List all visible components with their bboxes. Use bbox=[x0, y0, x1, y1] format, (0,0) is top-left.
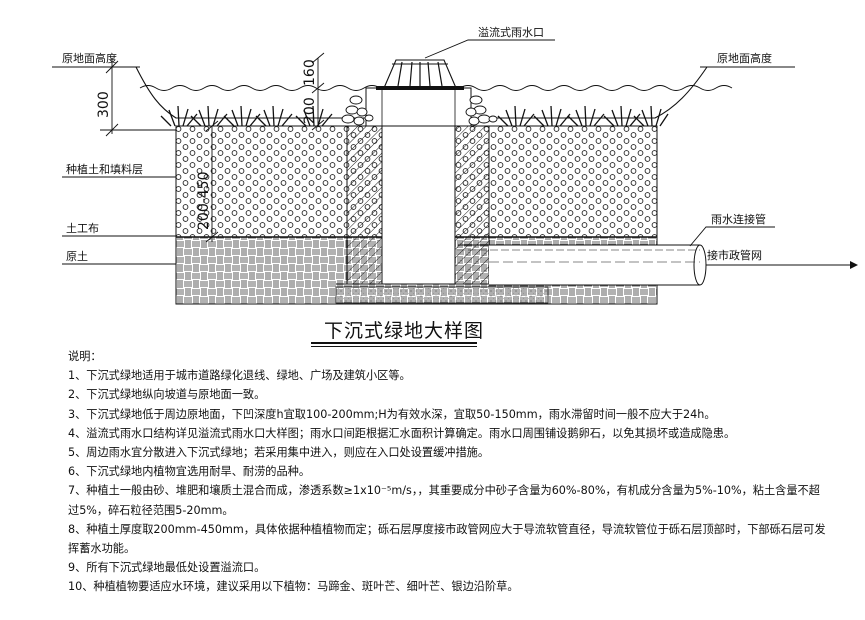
leader-rain-connection-pipe bbox=[689, 226, 775, 247]
dim-300-text: 300 bbox=[96, 91, 112, 118]
dim-200-450 bbox=[205, 120, 219, 243]
pebbles-left-icon bbox=[341, 95, 374, 126]
title-underline-thin bbox=[311, 346, 477, 347]
title-underline bbox=[311, 342, 477, 344]
flow-arrow-icon bbox=[706, 261, 858, 269]
label-ground-right: 原地面高度 bbox=[717, 51, 772, 65]
chamber-wall-left bbox=[346, 125, 383, 285]
note-item-8: 8、种植土厚度取200mm-450mm，具体依据种植植物而定；砾石层厚度接市政管… bbox=[68, 522, 826, 556]
gravel-base bbox=[335, 286, 549, 304]
note-item-7: 7、种植土一般由砂、堆肥和壤质土混合而成，渗透系数≥1x10⁻⁵m/s，，其重要… bbox=[68, 484, 820, 517]
dim-200-450-text: 200-450 bbox=[196, 172, 212, 231]
note-item-1: 1、下沉式绿地适用于城市道路绿化退线、绿地、广场及建筑小区等。 bbox=[68, 369, 411, 383]
note-item-6: 6、下沉式绿地内植物宜选用耐旱、耐涝的品种。 bbox=[68, 465, 311, 479]
sunken-greenbelt-section-drawing: 300 200 160 200-450 原地面高度 原地面高度 溢流式雨水口 种… bbox=[52, 25, 858, 305]
dim-200-text: 200 bbox=[302, 97, 318, 124]
note-item-3: 3、下沉式绿地低于周边原地面，下凹深度h宜取100-200mm;H为有效水深，宜… bbox=[68, 407, 716, 421]
note-item-2: 2、下沉式绿地纵向坡道与原地面一致。 bbox=[68, 388, 266, 402]
pebbles-right-icon bbox=[465, 95, 498, 126]
label-ground-left: 原地面高度 bbox=[62, 51, 117, 65]
note-item-4: 4、溢流式雨水口结构详见溢流式雨水口大样图；雨水口间距根据汇水面积计算确定。雨水… bbox=[68, 426, 736, 440]
dim-160-text: 160 bbox=[302, 59, 318, 86]
notes-header: 说明： bbox=[68, 350, 102, 363]
notes-section: 说明： 1、下沉式绿地适用于城市道路绿化退线、绿地、广场及建筑小区等。 2、下沉… bbox=[68, 347, 828, 597]
chamber-interior bbox=[381, 125, 456, 285]
label-overflow-inlet: 溢流式雨水口 bbox=[478, 25, 544, 39]
rain-connection-pipe bbox=[457, 244, 707, 286]
overflow-grate-icon bbox=[376, 59, 464, 90]
drawing-title: 下沉式绿地大样图 bbox=[324, 320, 485, 342]
label-planting-soil: 种植土和填料层 bbox=[66, 162, 143, 176]
note-item-9: 9、所有下沉式绿地最低处设置溢流口。 bbox=[68, 561, 266, 575]
leader-overflow-inlet bbox=[424, 39, 555, 59]
note-item-10: 10、种植植物要适应水环境，建议采用以下植物：马蹄金、斑叶芒、细叶芒、银边沿阶草… bbox=[68, 580, 519, 594]
dim-200-160 bbox=[311, 52, 325, 131]
dim-300 bbox=[100, 58, 176, 137]
note-item-5: 5、周边雨水宜分散进入下沉式绿地；若采用集中进入，则应在入口处设置缓冲措施。 bbox=[68, 446, 490, 460]
label-geotextile: 土工布 bbox=[66, 222, 99, 235]
label-to-municipal: 接市政管网 bbox=[707, 248, 762, 262]
label-native-soil: 原土 bbox=[66, 250, 88, 263]
label-rain-connection-pipe: 雨水连接管 bbox=[711, 212, 766, 226]
grass-plants-icon bbox=[160, 105, 669, 127]
chamber-wall-right bbox=[454, 125, 490, 285]
inlet-riser bbox=[365, 87, 472, 127]
